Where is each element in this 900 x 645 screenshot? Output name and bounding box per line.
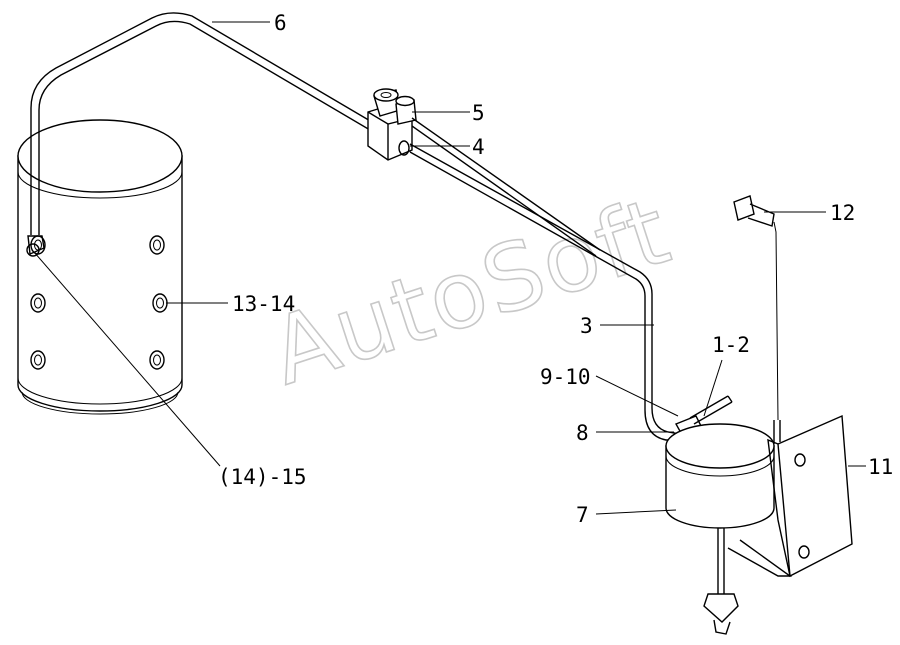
callout-8: 8	[576, 421, 589, 445]
fitting-12	[733, 195, 779, 421]
callout-13-14: 13-14	[232, 292, 295, 316]
pipe-3	[409, 117, 681, 441]
callout-7: 7	[576, 503, 589, 527]
leader-lines	[33, 21, 866, 515]
callout-4: 4	[472, 135, 485, 159]
callout-14-15: (14)-15	[218, 465, 307, 489]
callout-3: 3	[580, 314, 593, 338]
bracket	[727, 414, 853, 578]
callout-labels: 6 5 4 12 13-14 3 1-2 9-10 8 11 7 (14)-15	[218, 11, 893, 527]
callout-9-10: 9-10	[540, 365, 591, 389]
valve	[367, 88, 417, 161]
callout-11: 11	[868, 455, 893, 479]
callout-12: 12	[830, 201, 855, 225]
watermark: AutoSoft	[259, 177, 683, 406]
dryer	[665, 423, 775, 635]
callout-5: 5	[472, 101, 485, 125]
callout-6: 6	[274, 11, 287, 35]
air-tank	[17, 119, 183, 415]
callout-1-2: 1-2	[712, 333, 750, 357]
pipe-6	[26, 12, 373, 257]
